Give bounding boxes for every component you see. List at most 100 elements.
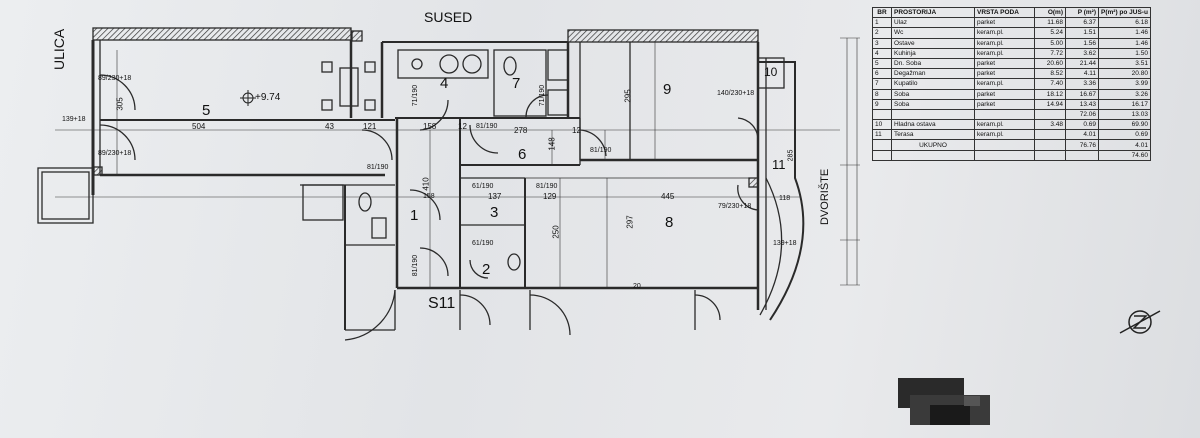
cell: Kupatilo <box>891 78 975 90</box>
dim-label: 129 <box>543 192 557 201</box>
cell: 1 <box>872 17 892 29</box>
label-stair: S11 <box>428 295 456 312</box>
room-6-number: 6 <box>518 146 527 163</box>
dim-label: 297 <box>625 215 635 229</box>
cell: 3.99 <box>1098 78 1151 90</box>
north-wall-hatch <box>92 27 352 41</box>
cell <box>974 149 1035 161</box>
dim-label: 43 <box>325 122 334 131</box>
cell: 4.01 <box>1065 129 1099 141</box>
cell <box>1034 129 1066 141</box>
cell <box>1034 108 1066 121</box>
cell: 1.46 <box>1098 37 1151 49</box>
cell: Ostave <box>891 37 975 49</box>
cell: 5 <box>872 57 892 70</box>
cell: 21.44 <box>1065 57 1099 70</box>
room-5-number: 5 <box>202 102 211 119</box>
room-11-number: 11 <box>772 157 786 172</box>
door-label: 81/190 <box>412 254 420 277</box>
cell: Degažman <box>891 68 975 80</box>
cell: 7 <box>872 78 892 90</box>
label-north: SUSED <box>424 9 473 25</box>
room-10-number: 10 <box>764 65 778 79</box>
cell: 2 <box>872 27 892 39</box>
cell: 3 <box>872 37 892 49</box>
cell: 3.51 <box>1098 57 1151 70</box>
cell: 11.68 <box>1034 17 1066 29</box>
cell: keram.pl. <box>974 78 1035 90</box>
header-cell: VRSTA PODA <box>974 6 1035 19</box>
window-label: 139+18 <box>773 240 797 247</box>
cell: Terasa <box>891 129 975 141</box>
cell: parket <box>974 88 1035 100</box>
cell: 0.69 <box>1065 119 1099 131</box>
door-label: 140/230+18 <box>717 90 755 97</box>
cell: 5.24 <box>1034 27 1066 39</box>
cell: parket <box>974 17 1035 29</box>
room-1-number: 1 <box>410 207 419 224</box>
cell: keram.pl. <box>974 37 1035 49</box>
door-label: 81/190 <box>367 164 389 171</box>
dim-label: 445 <box>661 192 675 201</box>
north-wall-hatch-east <box>567 29 759 43</box>
table-row: 74.60 <box>872 149 1151 161</box>
dim-label: 305 <box>115 97 125 111</box>
cell <box>974 108 1035 121</box>
cell: parket <box>974 68 1035 80</box>
cell: Wc <box>891 27 975 39</box>
cell: 1.46 <box>1098 27 1151 39</box>
dim-label: 158 <box>423 193 435 200</box>
cell: Ulaz <box>891 17 975 29</box>
cell: 10 <box>872 119 892 131</box>
cell: 4.11 <box>1065 68 1099 80</box>
cell: 6 <box>872 68 892 80</box>
room-4-number: 4 <box>440 75 449 92</box>
header-cell: O(m) <box>1034 6 1066 19</box>
cell: 4.01 <box>1098 139 1151 151</box>
door-label: 71/190 <box>539 84 547 107</box>
cell <box>891 108 975 121</box>
cell: 3.26 <box>1098 88 1151 100</box>
location-thumbnail <box>898 378 990 425</box>
cell: 1.56 <box>1065 37 1099 49</box>
cell: 1.50 <box>1098 47 1151 59</box>
cell: 14.94 <box>1034 98 1066 110</box>
label-west: ULICA <box>51 28 67 70</box>
north-arrow-icon <box>1119 310 1161 334</box>
window-label: 89/230+18 <box>98 75 132 82</box>
dim-label: 12 <box>458 122 467 131</box>
cell: 69.90 <box>1098 119 1151 131</box>
cell: 3.36 <box>1065 78 1099 90</box>
cell: 3.48 <box>1034 119 1066 131</box>
dim-label: 148 <box>547 137 557 151</box>
room-8-number: 8 <box>665 214 674 231</box>
dim-label: 410 <box>421 177 431 191</box>
cell <box>872 108 892 121</box>
cell: 6.18 <box>1098 17 1151 29</box>
cell: parket <box>974 57 1035 70</box>
cell: keram.pl. <box>974 119 1035 131</box>
dim-label: 20 <box>633 283 641 290</box>
cell: 6.37 <box>1065 17 1099 29</box>
cell: 76.76 <box>1065 139 1099 151</box>
cell <box>872 139 892 151</box>
window-label: 89/230+18 <box>98 150 132 157</box>
dim-label: 295 <box>623 89 633 103</box>
cell: parket <box>974 98 1035 110</box>
cell: UKUPNO <box>891 139 975 151</box>
cell <box>891 149 975 161</box>
cell: 8 <box>872 88 892 100</box>
cell: 72.06 <box>1065 108 1099 121</box>
cell: 8.52 <box>1034 68 1066 80</box>
header-cell: PROSTORIJA <box>891 6 975 19</box>
